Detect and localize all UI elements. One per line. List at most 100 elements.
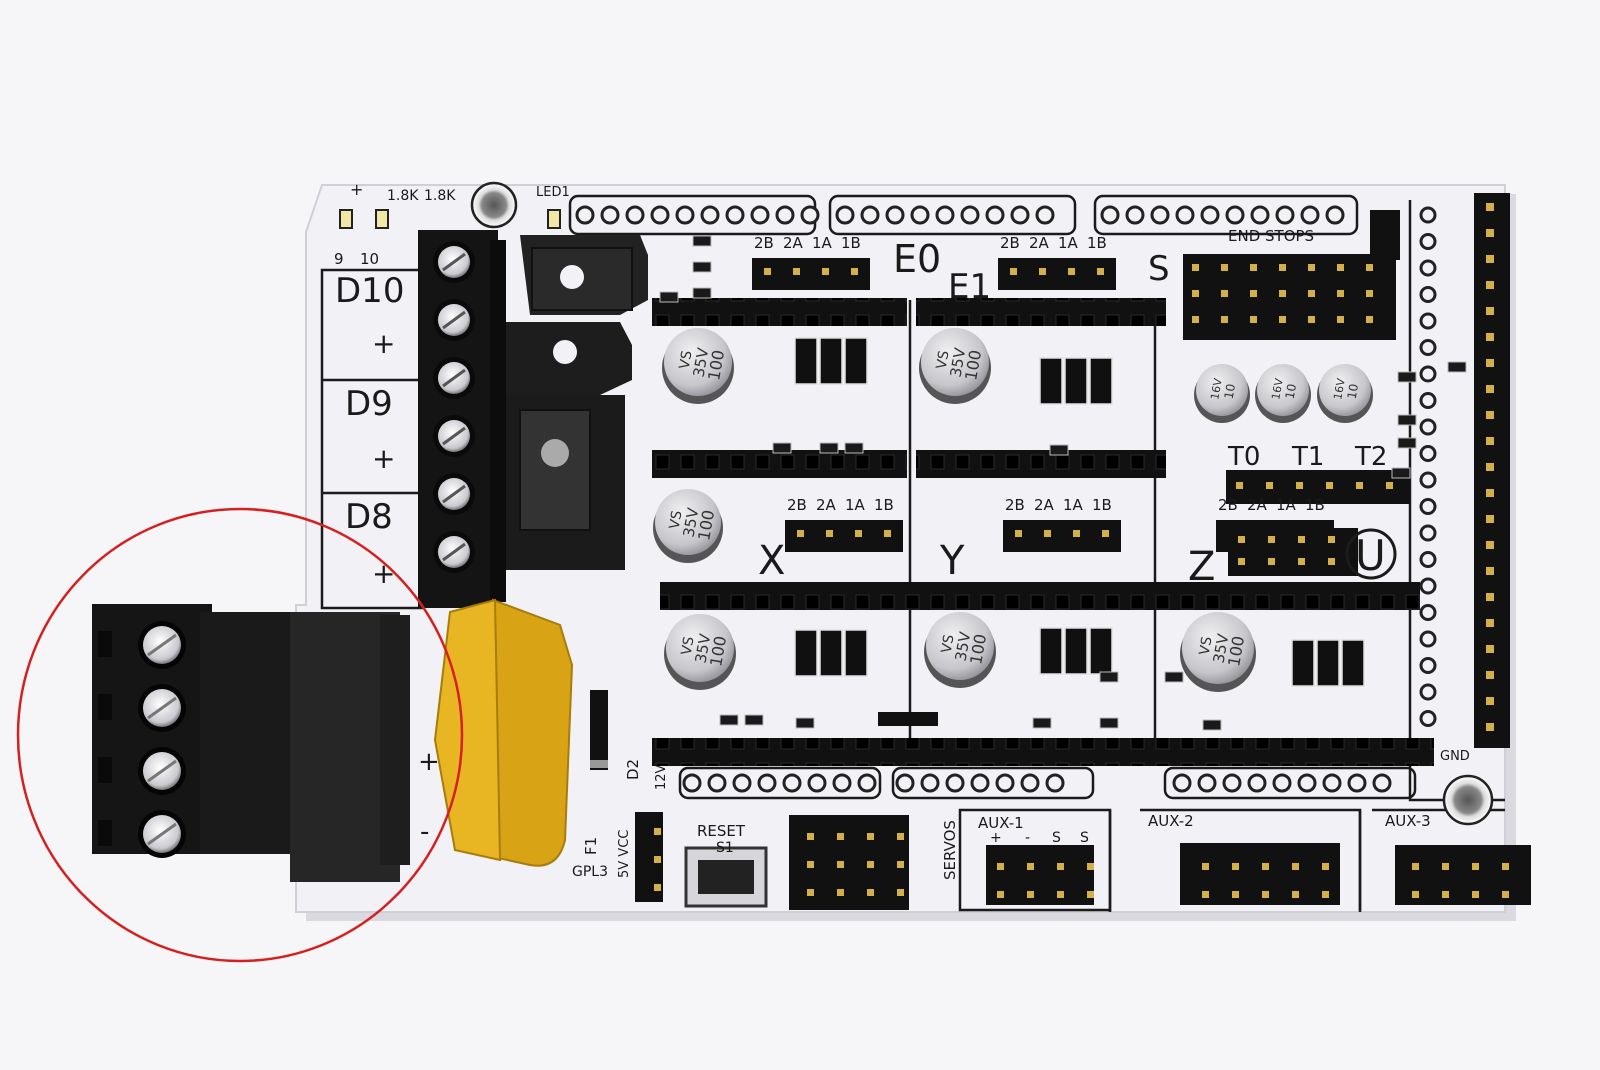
smd-resistor — [744, 714, 764, 726]
header-pin — [1027, 863, 1034, 870]
terminal-slot — [98, 694, 112, 720]
aux1-pin-s2: S — [1080, 830, 1089, 846]
capacitor-series: VS — [667, 509, 686, 530]
pin-hole — [1200, 205, 1220, 225]
smd-resistor — [1397, 437, 1417, 449]
capacitor-top — [655, 489, 721, 555]
pin-label: 2A — [783, 234, 804, 252]
pin-hole — [1247, 773, 1267, 793]
terminal-slot — [98, 757, 112, 783]
header-pin — [1442, 863, 1449, 870]
thermistor-header — [1226, 470, 1410, 504]
header-pin — [1328, 536, 1335, 543]
smd-resistor — [692, 261, 712, 273]
capacitor-top — [1257, 364, 1309, 416]
screw-slot — [147, 759, 177, 783]
smd-resistor — [659, 291, 679, 303]
header-pin — [1279, 316, 1286, 323]
smd-resistor — [1099, 671, 1119, 683]
header-pin — [1221, 316, 1228, 323]
header-pin — [1044, 530, 1051, 537]
screw-slot — [442, 310, 466, 330]
header-pin — [1057, 891, 1064, 898]
pin-hole — [920, 773, 940, 793]
pin-hole — [1250, 205, 1270, 225]
header-pin — [822, 268, 829, 275]
header-pin — [1308, 316, 1315, 323]
capacitor-series: VS — [1197, 635, 1216, 656]
pin-hole — [857, 773, 877, 793]
header-pin — [1486, 489, 1494, 497]
header-pin — [654, 856, 661, 863]
header-pin — [1057, 863, 1064, 870]
smd-resistor — [1202, 719, 1222, 731]
header-pin — [1337, 316, 1344, 323]
pin-hole — [1419, 418, 1437, 436]
header-pin — [1087, 863, 1094, 870]
pin-label: 1B — [1087, 234, 1107, 252]
capacitor-voltage: 35V — [952, 630, 975, 663]
pin-hole — [1100, 205, 1120, 225]
led — [339, 209, 353, 229]
plus-d8: + — [372, 557, 395, 590]
stepper-female-headers — [652, 298, 1434, 766]
led — [375, 209, 389, 229]
header-pin — [1322, 863, 1329, 870]
pin-header — [998, 258, 1116, 290]
header-pin — [1486, 463, 1494, 471]
capacitor-value: 10 — [1222, 383, 1238, 400]
header-pin — [807, 861, 814, 868]
header-pin — [1296, 482, 1303, 489]
pin-hole — [895, 773, 915, 793]
axis-label-z: Z — [1188, 544, 1215, 590]
pin-hole — [1419, 312, 1437, 330]
s-label: S — [1148, 249, 1170, 289]
pin-label: 1A — [1063, 496, 1084, 514]
capacitors — [653, 328, 1373, 692]
screw-slot — [147, 696, 177, 720]
pin-label: 1B — [1092, 496, 1112, 514]
header-pin — [1486, 671, 1494, 679]
led1-label: LED1 — [536, 185, 570, 200]
capacitor-top — [664, 328, 732, 396]
header-pin — [797, 530, 804, 537]
header-pin — [1337, 264, 1344, 271]
screw-slot — [442, 426, 466, 446]
right-header-pins — [1486, 203, 1494, 731]
smd-resistor — [1099, 717, 1119, 729]
header-pin — [1366, 316, 1373, 323]
pin-hole — [625, 205, 645, 225]
smd-resistor — [1391, 467, 1411, 479]
pin-hole — [1372, 773, 1392, 793]
jumper — [1089, 627, 1113, 675]
fuse-label: F1 — [582, 837, 600, 855]
pin-label: 2A — [1034, 496, 1055, 514]
pin-hole — [985, 205, 1005, 225]
aux1-pin-s1: S — [1052, 830, 1061, 846]
header-pin — [1250, 316, 1257, 323]
pin-label: 1B — [841, 234, 861, 252]
reset-switch — [684, 846, 768, 908]
pin-hole — [1347, 773, 1367, 793]
jumper — [1316, 639, 1340, 687]
pin-hole — [1225, 205, 1245, 225]
jumper-blocks — [794, 337, 1365, 687]
pin-hole — [832, 773, 852, 793]
pin-hole — [960, 205, 980, 225]
aux1-pin-minus: - — [1025, 830, 1030, 846]
header-pin — [1068, 268, 1075, 275]
pin-hole — [1035, 205, 1055, 225]
thermistor-t2: T2 — [1354, 442, 1387, 472]
header-pin — [1366, 290, 1373, 297]
capacitor-series: VS — [677, 349, 696, 370]
header-pin — [1250, 264, 1257, 271]
pin-hole — [675, 205, 695, 225]
jumper — [1341, 639, 1365, 687]
pin-label: 2A — [1029, 234, 1050, 252]
